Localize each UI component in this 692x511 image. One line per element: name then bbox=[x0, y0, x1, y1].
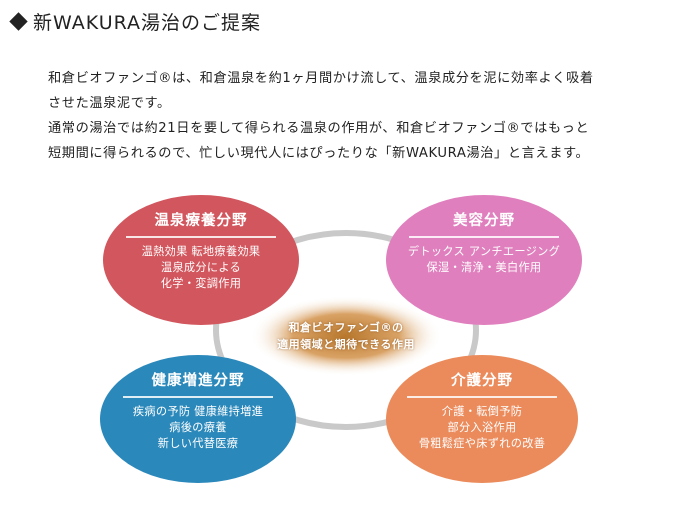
node-line: 温熱効果 転地療養効果 bbox=[141, 245, 261, 258]
node-line: 介護・転倒予防 bbox=[441, 405, 523, 418]
node-line: 病後の療養 bbox=[169, 421, 227, 434]
node-title: 温泉療養分野 bbox=[154, 213, 248, 229]
intro-line: 和倉ビオファンゴ®は、和倉温泉を約1ヶ月間かけ流して、温泉成分を泥に効率よく吸着 bbox=[48, 71, 594, 86]
intro-line: させた温泉泥です。 bbox=[48, 96, 171, 111]
center-line-1: 和倉ビオファンゴ®の bbox=[288, 321, 404, 334]
center-label: 和倉ビオファンゴ®の 適用領域と期待できる作用 bbox=[255, 300, 437, 372]
node-divider bbox=[409, 236, 559, 238]
node-line: 温泉成分による bbox=[160, 261, 242, 274]
center-glow bbox=[250, 296, 442, 376]
node-beauty: 美容分野 デトックス アンチエージング 保湿・清浄・美白作用 bbox=[386, 195, 582, 325]
node-line: 保湿・清浄・美白作用 bbox=[426, 261, 542, 274]
intro-line: 通常の湯治では約21日を要して得られる温泉の作用が、和倉ビオファンゴ®ではもっと bbox=[48, 121, 590, 136]
intro-text: 和倉ビオファンゴ®は、和倉温泉を約1ヶ月間かけ流して、温泉成分を泥に効率よく吸着… bbox=[48, 66, 688, 166]
node-line: 化学・変調作用 bbox=[160, 277, 242, 290]
node-line: 部分入浴作用 bbox=[447, 421, 517, 434]
section-heading: 新WAKURA湯治のご提案 bbox=[8, 6, 261, 36]
node-divider bbox=[407, 396, 557, 398]
node-health: 健康増進分野 疾病の予防 健康維持増進 病後の療養 新しい代替医療 bbox=[100, 355, 296, 483]
intro-line: 短期間に得られるので、忙しい現代人にはぴったりな「新WAKURA湯治」と言えます… bbox=[48, 146, 590, 161]
center-line-2: 適用領域と期待できる作用 bbox=[277, 338, 415, 351]
node-title: 介護分野 bbox=[451, 373, 513, 389]
node-line: 疾病の予防 健康維持増進 bbox=[132, 405, 264, 418]
connector-ring bbox=[213, 230, 479, 430]
node-divider bbox=[123, 396, 273, 398]
node-divider bbox=[126, 236, 276, 238]
node-onsen-therapy: 温泉療養分野 温熱効果 転地療養効果 温泉成分による 化学・変調作用 bbox=[103, 195, 299, 325]
node-care: 介護分野 介護・転倒予防 部分入浴作用 骨粗鬆症や床ずれの改善 bbox=[386, 355, 578, 483]
node-title: 美容分野 bbox=[453, 213, 515, 229]
node-line: 骨粗鬆症や床ずれの改善 bbox=[418, 437, 546, 450]
node-title: 健康増進分野 bbox=[151, 373, 245, 389]
node-line: 新しい代替医療 bbox=[157, 437, 239, 450]
node-line: デトックス アンチエージング bbox=[407, 245, 561, 258]
heading-title: 新WAKURA湯治のご提案 bbox=[33, 11, 262, 34]
